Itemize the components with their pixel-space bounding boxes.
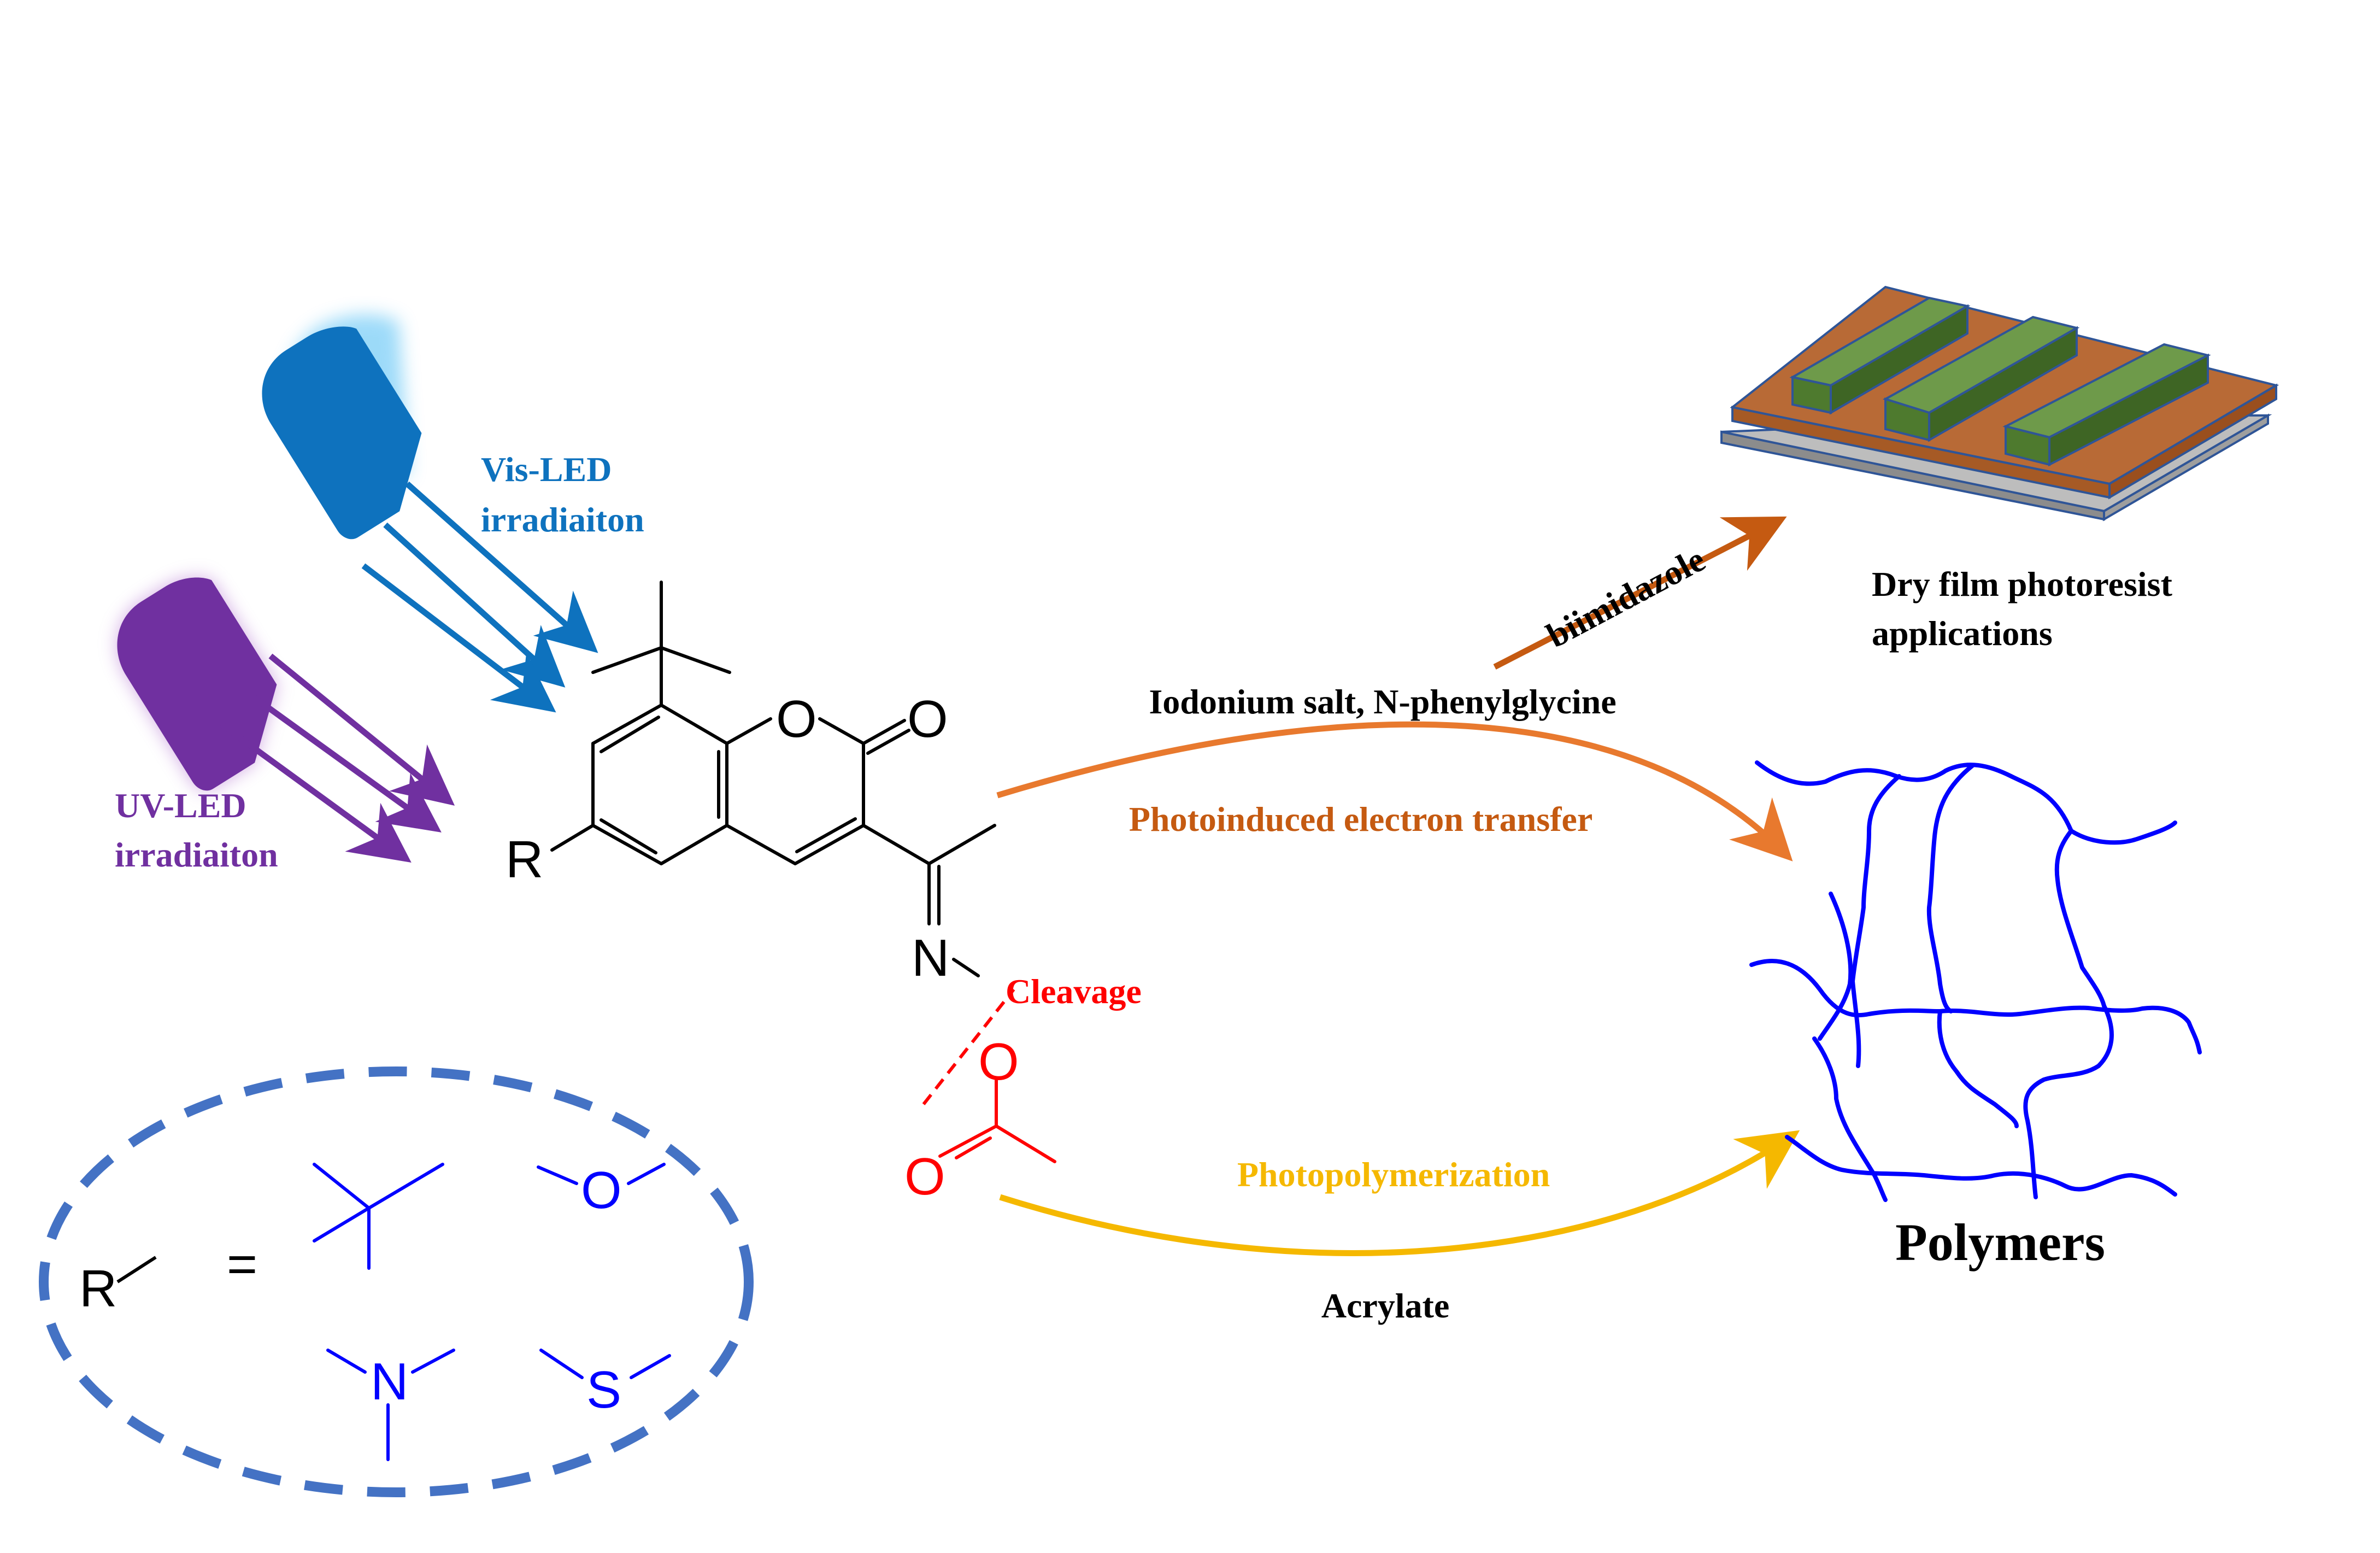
vis-light-arrows <box>361 481 598 713</box>
tbutyl-bond-1 <box>313 1163 371 1210</box>
photoresist-label: Dry film photoresist applications <box>1872 565 2181 653</box>
r-group-atom: R <box>506 830 543 889</box>
r-label: R <box>79 1259 117 1318</box>
dimethylamino-nitrogen-atom: N <box>371 1352 408 1411</box>
substituent-structures <box>313 1163 671 1461</box>
green-strip-1 <box>1789 296 1971 415</box>
acetyl-oxygen-atom: O <box>904 1147 945 1206</box>
imine-nitrogen-atom: N <box>912 929 949 987</box>
equals-sign: = <box>227 1235 257 1293</box>
polymer-chain-10 <box>1818 892 1853 1041</box>
polymer-chain-7 <box>1937 1009 2019 1128</box>
molecule-atom-labels: O O R N <box>506 690 949 987</box>
green-strip-3 <box>2002 343 2211 467</box>
photopolymerization-label: Photopolymerization <box>1237 1155 1550 1194</box>
carbonyl-oxygen-atom: O <box>907 690 948 748</box>
uv-led-label: UV-LED irradiaiton <box>115 786 278 874</box>
polymer-chain-1 <box>1755 760 2177 845</box>
uv-ray-3 <box>219 722 412 863</box>
electron-transfer-arrow <box>996 721 1793 862</box>
polymers-label: Polymers <box>1895 1213 2105 1271</box>
polymer-chain-5 <box>1749 958 2202 1054</box>
biimidazole-label: biimidazole <box>1540 540 1711 655</box>
tbutyl-bond-3 <box>313 1206 371 1243</box>
polymer-chain-8 <box>2023 1004 2114 1199</box>
electron-transfer-label: Photoinduced electron transfer <box>1129 800 1592 839</box>
photopolymerization-arrow <box>999 1130 1800 1256</box>
ester-oxygen-atom: O <box>978 1033 1019 1091</box>
green-strip-2 <box>1882 315 2080 442</box>
polymer-chain-2 <box>1850 774 1901 1068</box>
methoxy-oxygen-atom: O <box>581 1161 622 1220</box>
acrylate-label: Acrylate <box>1321 1286 1450 1325</box>
coumarin-oxime-ester-structure <box>550 581 996 925</box>
ring-oxygen-atom: O <box>776 690 817 748</box>
vis-led-icon <box>262 314 422 540</box>
biimidazole-arrow <box>1493 516 1787 670</box>
vis-ray-3 <box>361 563 556 713</box>
top-reagents-label: Iodonium salt, N-phenylglycine <box>1149 682 1616 721</box>
r-definition: R = <box>79 1235 257 1318</box>
cleavage-label: Cleavage <box>1006 972 1142 1011</box>
vis-ray-1 <box>405 481 598 653</box>
methylthio-sulfur-atom: S <box>586 1361 621 1419</box>
substituent-ellipse <box>39 1066 754 1497</box>
polymer-network-icon <box>1749 760 2202 1202</box>
tbutyl-bond-2 <box>367 1163 444 1210</box>
uv-light-arrows <box>219 653 455 863</box>
polymer-chain-9 <box>1785 1135 2177 1197</box>
cleavage-dashed-line <box>922 988 1015 1105</box>
vis-led-label: Vis-LED irradiaiton <box>481 450 644 539</box>
photoresist-board-icon <box>1720 285 2279 521</box>
polymer-chain-3 <box>1926 763 1975 1013</box>
acetyl-oxime-fragment <box>938 958 1056 1163</box>
polymer-chain-6 <box>1812 1036 1888 1202</box>
polymer-chain-4 <box>2054 829 2106 1008</box>
